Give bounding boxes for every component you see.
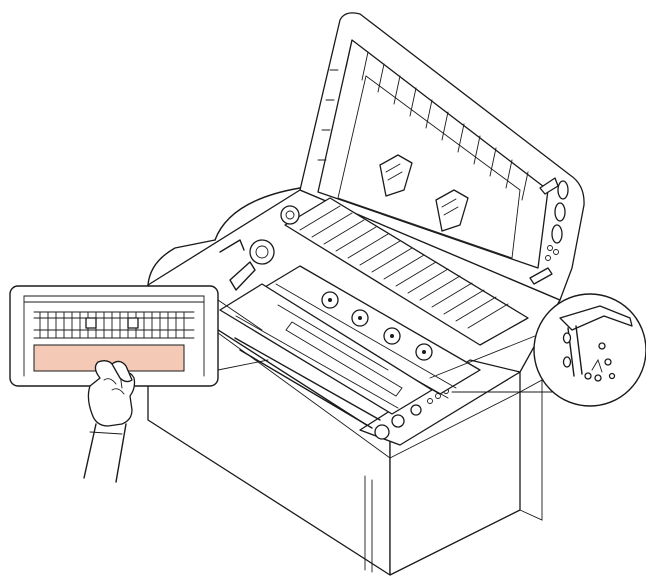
lid-pressure-pad-right <box>435 189 469 232</box>
wiping-hand-icon <box>83 360 136 483</box>
lid-ribs <box>317 39 529 201</box>
left-gear-cluster <box>219 205 300 291</box>
roller-comb <box>299 205 509 329</box>
open-lid <box>299 12 585 301</box>
interior-mechanism <box>219 197 529 429</box>
lid-pressure-pad-left <box>379 154 413 197</box>
fuser-detail-callout <box>9 285 269 387</box>
gear-linkage-callout <box>429 293 646 407</box>
